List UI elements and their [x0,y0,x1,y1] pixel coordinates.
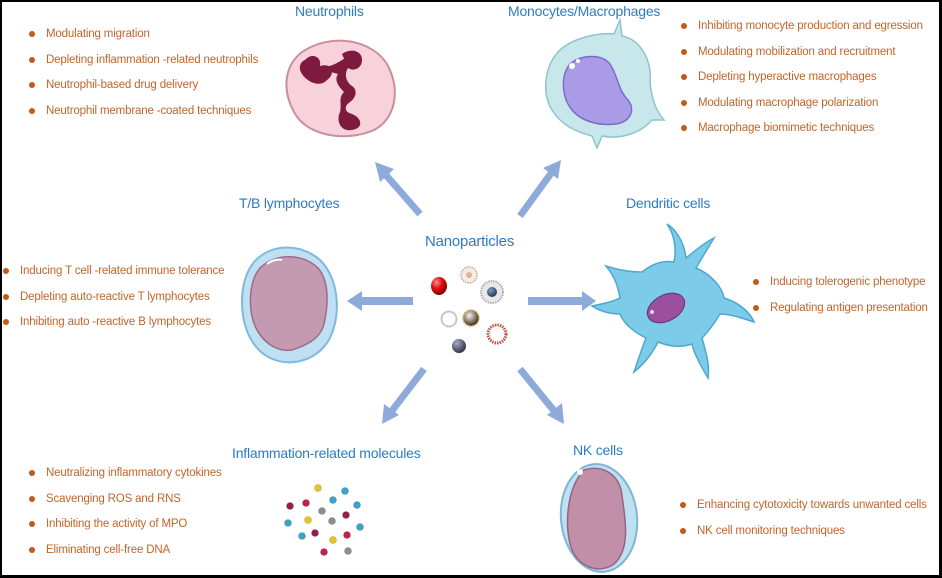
arrow-to-monocytes [517,160,561,219]
dendritic-title: Dendritic cells [626,195,711,211]
list-item: Depleting inflammation -related neutroph… [26,48,258,74]
bullet-dot-icon [681,125,687,131]
lymphocyte-cell-icon [240,246,338,364]
monocytes-title: Monocytes/Macrophages [508,3,661,19]
list-item: Inducing tolerogenic phenotype [750,270,928,296]
bullet-dot-icon [29,495,35,502]
dendritic-cell-icon [590,223,756,381]
lymphocytes-title: T/B lymphocytes [239,195,340,211]
dendritic-list: Inducing tolerogenic phenotype Regulatin… [750,270,928,321]
list-item: Inducing T cell -related immune toleranc… [2,259,225,285]
neutrophils-list: Modulating migration Depleting inflammat… [26,22,258,124]
list-item: Scavenging ROS and RNS [26,487,222,513]
molecule-dot-icon [328,517,336,525]
neutrophil-cell-icon [285,39,396,138]
molecule-dot-icon [314,484,322,492]
list-item: Inhibiting monocyte production and egres… [678,14,923,40]
molecule-dot-icon [286,502,294,510]
bullet-dot-icon [3,319,9,325]
bullet-dot-icon [29,107,35,114]
list-item: Depleting auto-reactive T lymphocytes [2,285,224,311]
lymphocytes-list: Inducing T cell -related immune toleranc… [2,259,225,336]
molecule-dot-icon [353,501,361,509]
list-item: Modulating macrophage polarization [678,91,923,117]
bullet-dot-icon [29,546,35,553]
molecules-list: Neutralizing inflammatory cytokines Scav… [26,461,222,563]
molecule-dot-icon [318,507,326,515]
molecule-dot-icon [356,523,364,531]
bullet-dot-icon [681,74,687,80]
list-item: Neutrophil membrane -coated techniques [26,99,258,125]
molecule-dot-icon [329,536,337,544]
molecule-dot-icon [341,487,349,495]
list-item: Inhibiting the activity of MPO [26,512,222,538]
nk-cell-icon [559,463,639,573]
list-item: Inhibiting auto -reactive B lymphocytes [2,310,224,336]
bullet-dot-icon [3,268,9,274]
molecule-dot-icon [298,532,306,540]
list-item: NK cell monitoring techniques [677,519,927,545]
molecule-dot-icon [342,511,350,519]
molecule-dot-icon [284,519,292,527]
bullet-dot-icon [681,99,687,106]
molecule-dot-icon [302,499,310,507]
list-item: Neutrophil-based drug delivery [26,73,258,99]
molecule-dot-icon [311,529,319,537]
bullet-dot-icon [681,23,687,29]
molecule-dot-icon [329,496,337,504]
arrow-to-lymphocytes [347,291,413,311]
arrow-to-molecules [382,366,427,424]
list-item: Enhancing cytotoxicity towards unwanted … [677,493,927,519]
nk-list: Enhancing cytotoxicity towards unwanted … [677,493,927,544]
bullet-dot-icon [753,279,759,285]
molecule-dot-icon [304,516,312,524]
list-item: Macrophage biomimetic techniques [678,116,923,142]
bullet-dot-icon [29,521,35,527]
list-item: Regulating antigen presentation [750,296,928,322]
molecule-dot-icon [344,547,352,555]
nanoparticles-cluster-icon [431,266,508,353]
monocytes-list: Inhibiting monocyte production and egres… [678,14,923,142]
bullet-dot-icon [3,293,9,300]
bullet-dot-icon [753,304,759,311]
bullet-dot-icon [29,56,35,63]
molecules-cluster-icon [284,484,364,556]
bullet-dot-icon [29,31,35,37]
arrow-to-nk [517,366,564,424]
bullet-dot-icon [680,502,686,508]
bullet-dot-icon [29,470,35,476]
monocyte-cell-icon [545,17,666,150]
list-item: Modulating mobilization and recruitment [678,40,923,66]
bullet-dot-icon [29,82,35,88]
list-item: Eliminating cell-free DNA [26,538,222,564]
arrow-to-dendritic [528,291,596,311]
molecule-dot-icon [343,531,351,539]
neutrophils-title: Neutrophils [295,3,364,19]
bullet-dot-icon [681,48,687,55]
list-item: Depleting hyperactive macrophages [678,65,923,91]
nanoparticles-title: Nanoparticles [425,233,515,250]
list-item: Modulating migration [26,22,258,48]
nk-title: NK cells [573,442,623,458]
molecules-title: Inflammation-related molecules [232,445,421,461]
arrow-to-neutrophils [375,162,423,217]
list-item: Neutralizing inflammatory cytokines [26,461,222,487]
molecule-dot-icon [320,548,328,556]
bullet-dot-icon [680,527,686,534]
